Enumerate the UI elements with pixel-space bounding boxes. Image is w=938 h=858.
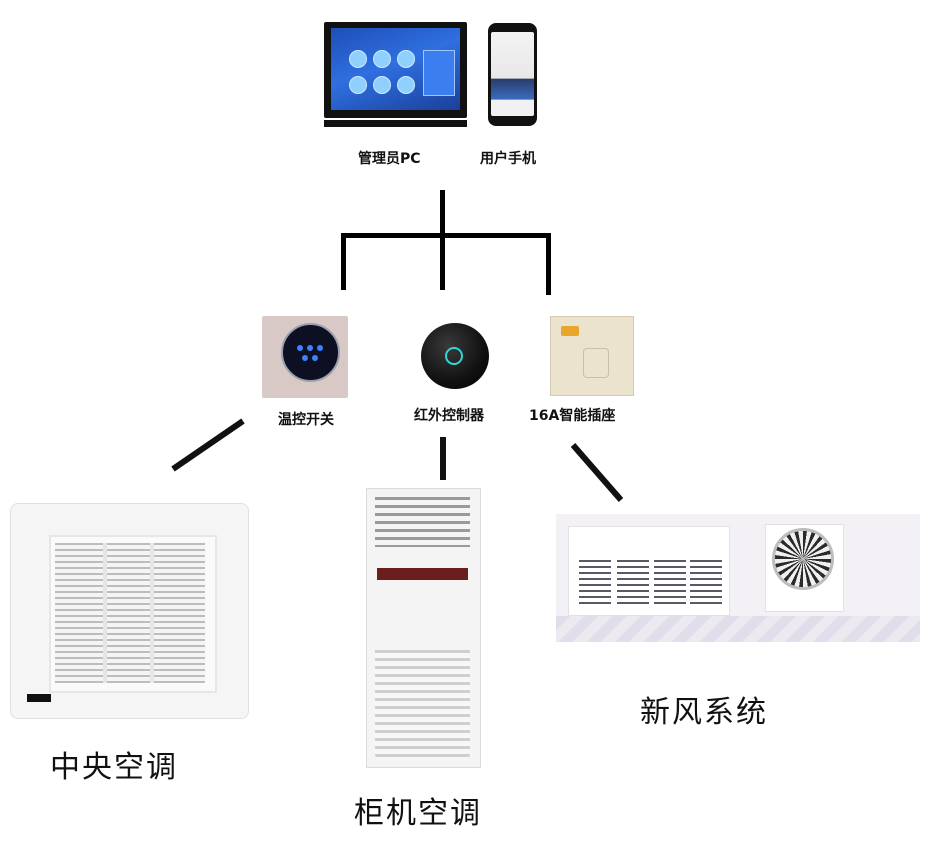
socket-logo — [561, 326, 579, 336]
wire-socket-to-fresh-air — [570, 443, 624, 502]
floor-ac-display-panel — [377, 568, 468, 580]
fan-icon — [312, 355, 318, 361]
trunk-wire — [440, 190, 445, 290]
socket-outlet-icon — [583, 348, 609, 378]
fan-icon — [302, 355, 308, 361]
screen-tile-icon — [373, 76, 391, 94]
grille-divider — [103, 543, 107, 683]
thermostat-label: 温控开关 — [278, 412, 334, 428]
central-ac-grille — [55, 543, 205, 683]
screen-tile-icon — [397, 50, 415, 68]
fresh-air-vent — [617, 560, 649, 606]
user-phone-label: 用户手机 — [480, 151, 536, 167]
screen-tile-icon — [397, 76, 415, 94]
user-phone-screen — [491, 32, 534, 116]
grille-divider — [150, 543, 154, 683]
fresh-air-vent — [690, 560, 722, 606]
fan-icon — [317, 345, 323, 351]
thermostat-dial — [281, 323, 340, 382]
screen-tile-icon — [373, 50, 391, 68]
screen-tile-icon — [349, 76, 367, 94]
fresh-air-label: 新风系统 — [640, 695, 768, 730]
fan-icon — [307, 345, 313, 351]
ir-indicator-icon — [445, 347, 463, 365]
ir-controller-label: 红外控制器 — [414, 408, 484, 424]
admin-pc-stand — [324, 120, 467, 127]
screen-tile-icon — [349, 50, 367, 68]
floor-ac-top-vent — [375, 497, 470, 547]
branch-wire-left — [341, 233, 346, 290]
branch-wire-right — [546, 233, 551, 295]
screen-side-panel — [423, 50, 455, 96]
fresh-air-vent — [654, 560, 686, 606]
central-ac-display — [27, 694, 51, 702]
fan-icon — [772, 528, 834, 590]
admin-pc-label: 管理员PC — [358, 151, 421, 167]
bus-wire — [341, 233, 551, 238]
admin-pc-screen — [331, 28, 460, 110]
floor-ac-bottom-vent — [375, 650, 470, 760]
fresh-air-floor — [556, 616, 920, 642]
central-ac-label: 中央空调 — [50, 750, 178, 785]
smart-socket-label: 16A智能插座 — [529, 408, 616, 424]
wire-thermostat-to-central-ac — [171, 418, 245, 472]
fan-icon — [297, 345, 303, 351]
fresh-air-vent — [579, 560, 611, 606]
floor-ac-label: 柜机空调 — [354, 796, 482, 831]
